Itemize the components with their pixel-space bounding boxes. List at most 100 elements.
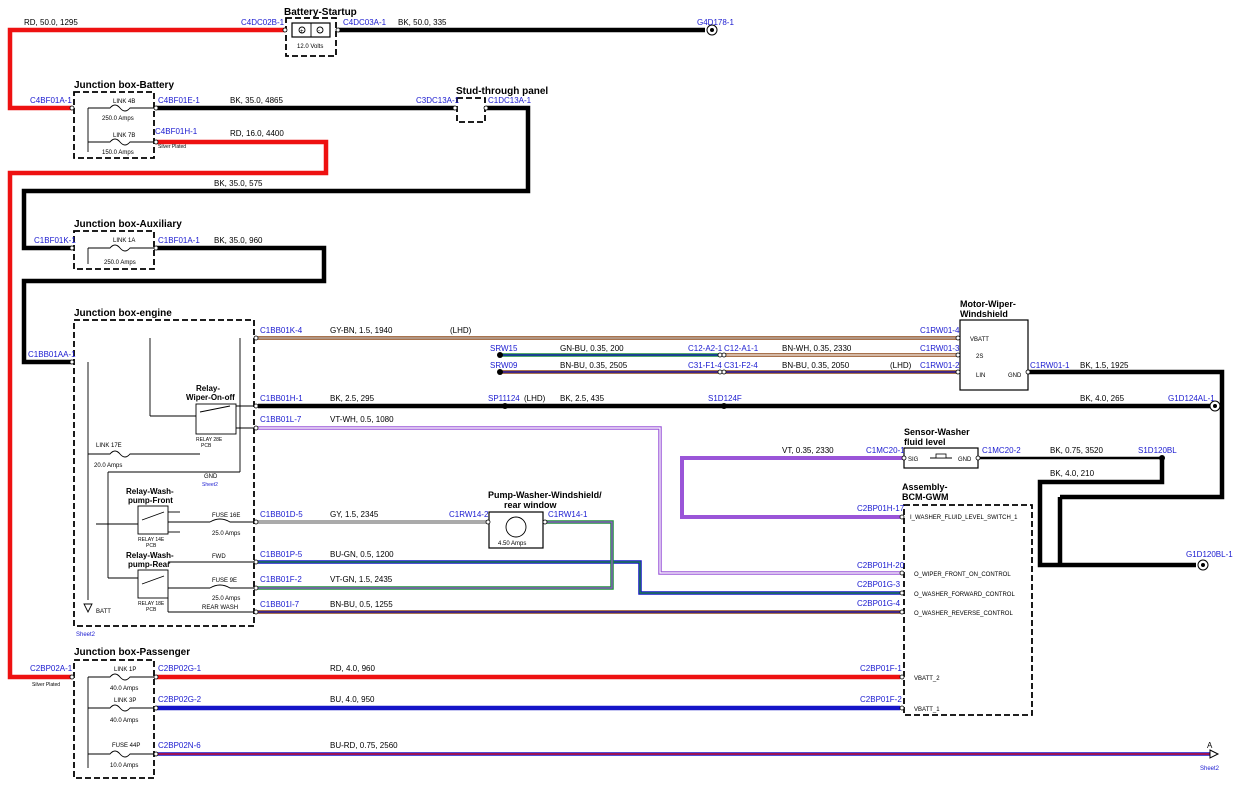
conn-c2bp01g4: C2BP01G-4 [857, 599, 901, 608]
link17e-label: LINK 17E [96, 443, 122, 449]
link1p-amps: 40.0 Amps [110, 686, 138, 692]
relay-front-t1: Relay-Wash- [126, 487, 174, 496]
conn-c1bb01k: C1BB01K-4 [260, 326, 303, 335]
gnd-sheet: Sheet2 [202, 482, 218, 488]
conn-c12a1: C12-A1-1 [724, 344, 759, 353]
motor-2s: 2S [976, 354, 983, 360]
lbl-vt: VT, 0.35, 2330 [782, 446, 834, 455]
lbl-gnbu: GN-BU, 0.35, 200 [560, 344, 624, 353]
lbl-bk-210: BK, 4.0, 210 [1050, 469, 1095, 478]
motor-gnd: GND [1008, 373, 1022, 379]
link4b-label: LINK 4B [113, 99, 135, 105]
conn-c1bb01l: C1BB01L-7 [260, 415, 302, 424]
battery-voltage: 12.0 Volts [297, 44, 323, 50]
fuse16e-label: FUSE 16E [212, 513, 240, 519]
relay-front-sub: RELAY 14E [138, 537, 165, 543]
jb-engine-box [73, 319, 255, 627]
conn-sp11124: SP11124 [488, 394, 520, 403]
connector-labels: C4DC02B-1 C4DC03A-1 G4D178-1 C4BF01A-1 C… [28, 18, 1233, 772]
conn-c12a2: C12-A2-1 [688, 344, 723, 353]
motor-title1: Motor-Wiper- [960, 299, 1016, 309]
link17e-amps: 20.0 Amps [94, 463, 122, 469]
relay-wiper-t1: Relay- [196, 384, 220, 393]
wire-rd-1295 [7, 27, 285, 111]
bcm-p1: I_WASHER_FLUID_LEVEL_SWITCH_1 [910, 515, 1018, 521]
lbl-gybn: GY-BN, 1.5, 1940 [330, 326, 393, 335]
lbl-bk-1925: BK, 1.5, 1925 [1080, 361, 1129, 370]
link7b-amps: 150.0 Amps [102, 150, 134, 156]
link7b-label: LINK 7B [113, 133, 135, 139]
conn-c1rw01-2: C1RW01-2 [920, 361, 960, 370]
lbl-rd-4400: RD, 16.0, 4400 [230, 129, 284, 138]
link3p-amps: 40.0 Amps [110, 718, 138, 724]
relay-wiper-sub: RELAY 28E [196, 437, 223, 443]
jb-passenger-box [73, 659, 155, 779]
batt-label: BATT [96, 609, 111, 615]
jb-battery-silver: Silver Plated [158, 144, 186, 150]
conn-srw09: SRW09 [490, 361, 518, 370]
sensor-sig: SIG [908, 457, 919, 463]
conn-c1mc20-1: C1MC20-1 [866, 446, 905, 455]
conn-c1bb01d: C1BB01D-5 [260, 510, 303, 519]
conn-c1rw14-1: C1RW14-1 [548, 510, 588, 519]
lbl-bk-4865: BK, 35.0, 4865 [230, 96, 283, 105]
lbl-arrow-a: A [1207, 741, 1213, 750]
sensor-title1: Sensor-Washer [904, 427, 970, 437]
conn-c31f2: C31-F2-4 [724, 361, 758, 370]
conn-g1d124al: G1D124AL-1 [1168, 394, 1215, 403]
terminal-dots [69, 27, 1031, 757]
lbl-bugn: BU-GN, 0.5, 1200 [330, 550, 394, 559]
lbl-gy: GY, 1.5, 2345 [330, 510, 379, 519]
conn-c1rw01-3: C1RW01-3 [920, 344, 960, 353]
conn-c4bf01e: C4BF01E-1 [158, 96, 200, 105]
conn-c1rw14-2: C1RW14-2 [449, 510, 489, 519]
wire-vt-2330 [680, 456, 904, 519]
lbl-bk-575: BK, 35.0, 575 [214, 179, 263, 188]
lbl-bk-960: BK, 35.0, 960 [214, 236, 263, 245]
lbl-bnbu-2050: BN-BU, 0.35, 2050 [782, 361, 850, 370]
relay-wiper-sub2: PCB [201, 443, 212, 449]
sensor-gnd: GND [958, 457, 972, 463]
motor-lin: LIN [976, 373, 985, 379]
motor-title2: Windshield [960, 309, 1008, 319]
wire-bk-575 [21, 105, 531, 251]
lbl-bnbu-1255: BN-BU, 0.5, 1255 [330, 600, 393, 609]
bcm-box [903, 504, 1033, 716]
lbl-bk-335: BK, 50.0, 335 [398, 18, 447, 27]
sensor-title2: fluid level [904, 437, 946, 447]
lbl-bu-950: BU, 4.0, 950 [330, 695, 375, 704]
conn-c1bb01f: C1BB01F-2 [260, 575, 302, 584]
svg-text:+: + [300, 29, 304, 35]
jb-pass-silver: Silver Plated [32, 682, 60, 688]
relay-front-sub2: PCB [146, 543, 157, 549]
link3p-label: LINK 3P [114, 698, 136, 704]
relay-rear-t1: Relay-Wash- [126, 551, 174, 560]
splice-s1d120bl-icon [1159, 455, 1165, 461]
conn-s1d120bl: S1D120BL [1138, 446, 1177, 455]
lbl-rd-960: RD, 4.0, 960 [330, 664, 375, 673]
conn-c3dc13a: C3DC13A-1 [416, 96, 460, 105]
splice-sp11124-icon [502, 403, 508, 409]
relay-rear-sub2: PCB [146, 607, 157, 613]
wire-rd-4400 [7, 139, 329, 680]
jb-aux-box [73, 230, 155, 270]
lbl-lhd-2: (LHD) [890, 361, 912, 370]
conn-g1d120bl: G1D120BL-1 [1186, 550, 1233, 559]
conn-c2bp02g2: C2BP02G-2 [158, 695, 202, 704]
lbl-bk-3520: BK, 0.75, 3520 [1050, 446, 1103, 455]
conn-c1bb01aa: C1BB01AA-1 [28, 350, 76, 359]
conn-c31f1: C31-F1-4 [688, 361, 722, 370]
conn-c2bp01g3: C2BP01G-3 [857, 580, 901, 589]
conn-c4dc03a: C4DC03A-1 [343, 18, 387, 27]
fuse9e-amps: 25.0 Amps [212, 596, 240, 602]
pump-title1: Pump-Washer-Windshield/ [488, 490, 602, 500]
conn-g4d178: G4D178-1 [697, 18, 734, 27]
link4b-amps: 250.0 Amps [102, 116, 134, 122]
conn-c1bb01h: C1BB01H-1 [260, 394, 303, 403]
fwd-label: FWD [212, 554, 226, 560]
conn-srw15: SRW15 [490, 344, 518, 353]
conn-c1mc20-2: C1MC20-2 [982, 446, 1021, 455]
link1a-amps: 250.0 Amps [104, 260, 136, 266]
jb-engine-title: Junction box-engine [74, 308, 172, 319]
